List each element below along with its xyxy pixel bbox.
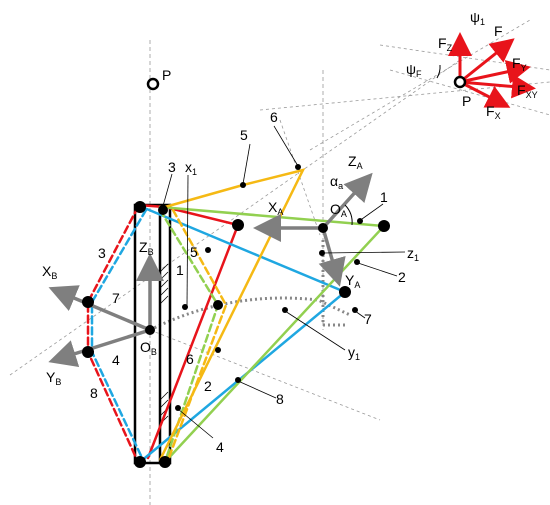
point-p-right <box>453 75 467 89</box>
point-p-left <box>146 77 160 91</box>
svg-text:YB: YB <box>46 369 61 387</box>
ray-p-2 <box>379 44 550 71</box>
svg-text:6: 6 <box>186 351 194 367</box>
svg-text:x1: x1 <box>185 159 197 177</box>
svg-text:FZ: FZ <box>438 35 453 53</box>
axis-ya <box>318 227 346 287</box>
svg-text:3: 3 <box>98 245 106 261</box>
force-fy <box>459 60 531 84</box>
svg-text:5: 5 <box>190 244 198 260</box>
svg-text:OB: OB <box>140 339 157 357</box>
svg-text:y1: y1 <box>348 344 360 362</box>
force-fx <box>459 80 511 108</box>
link-orange-solid <box>158 168 306 462</box>
svg-text:XB: XB <box>42 263 57 281</box>
axis-yb <box>48 328 151 368</box>
svg-text:αa: αa <box>330 173 343 191</box>
svg-text:5: 5 <box>240 127 248 143</box>
link-red-dashed <box>86 205 140 464</box>
svg-text:FY: FY <box>512 55 527 73</box>
svg-text:7: 7 <box>364 311 372 327</box>
labels: P P F FZ ψ1 ψF FY FXY FX OA XA YA ZA αa … <box>42 9 538 455</box>
svg-text:1: 1 <box>380 189 388 205</box>
svg-text:2: 2 <box>398 269 406 285</box>
svg-text:2: 2 <box>204 378 212 394</box>
svg-text:OA: OA <box>330 201 347 219</box>
svg-text:4: 4 <box>112 352 120 368</box>
svg-text:8: 8 <box>90 385 98 401</box>
svg-text:1: 1 <box>176 262 184 278</box>
line-ob-diag <box>149 329 381 421</box>
ray-p-1 <box>389 69 550 116</box>
force-fxy <box>459 74 536 99</box>
svg-text:4: 4 <box>216 439 224 455</box>
svg-text:6: 6 <box>270 109 278 125</box>
svg-text:FX: FX <box>486 103 501 121</box>
line-ob-p <box>9 59 461 376</box>
psi-f-arc <box>436 64 441 79</box>
label-f: F <box>494 23 503 39</box>
force-vectors <box>448 32 536 108</box>
link-red-solid <box>136 203 240 460</box>
svg-text:ψF: ψF <box>406 61 422 79</box>
svg-text:XA: XA <box>268 199 283 217</box>
frame-a-axes <box>253 172 373 287</box>
axis-xb <box>48 285 151 332</box>
label-p-right: P <box>462 93 471 109</box>
svg-text:z1: z1 <box>407 245 419 263</box>
link-blue-dashed <box>90 208 148 464</box>
svg-text:ψ1: ψ1 <box>470 9 485 27</box>
label-p-left: P <box>162 67 171 83</box>
svg-text:ZA: ZA <box>348 153 363 171</box>
force-f <box>459 38 515 84</box>
joint-dots <box>175 164 363 411</box>
svg-text:3: 3 <box>168 159 176 175</box>
link-orange-dashed <box>166 208 228 462</box>
svg-text:FXY: FXY <box>517 82 538 100</box>
axis-za <box>321 172 373 230</box>
alpha-arc <box>344 204 353 226</box>
big-joints <box>82 201 390 468</box>
svg-text:8: 8 <box>276 391 284 407</box>
leader-lines <box>162 125 406 439</box>
svg-text:YA: YA <box>345 272 360 290</box>
construction-lines <box>9 19 550 505</box>
frame-b-axes <box>48 253 164 368</box>
svg-text:7: 7 <box>112 290 120 306</box>
svg-text:ZB: ZB <box>139 239 154 257</box>
